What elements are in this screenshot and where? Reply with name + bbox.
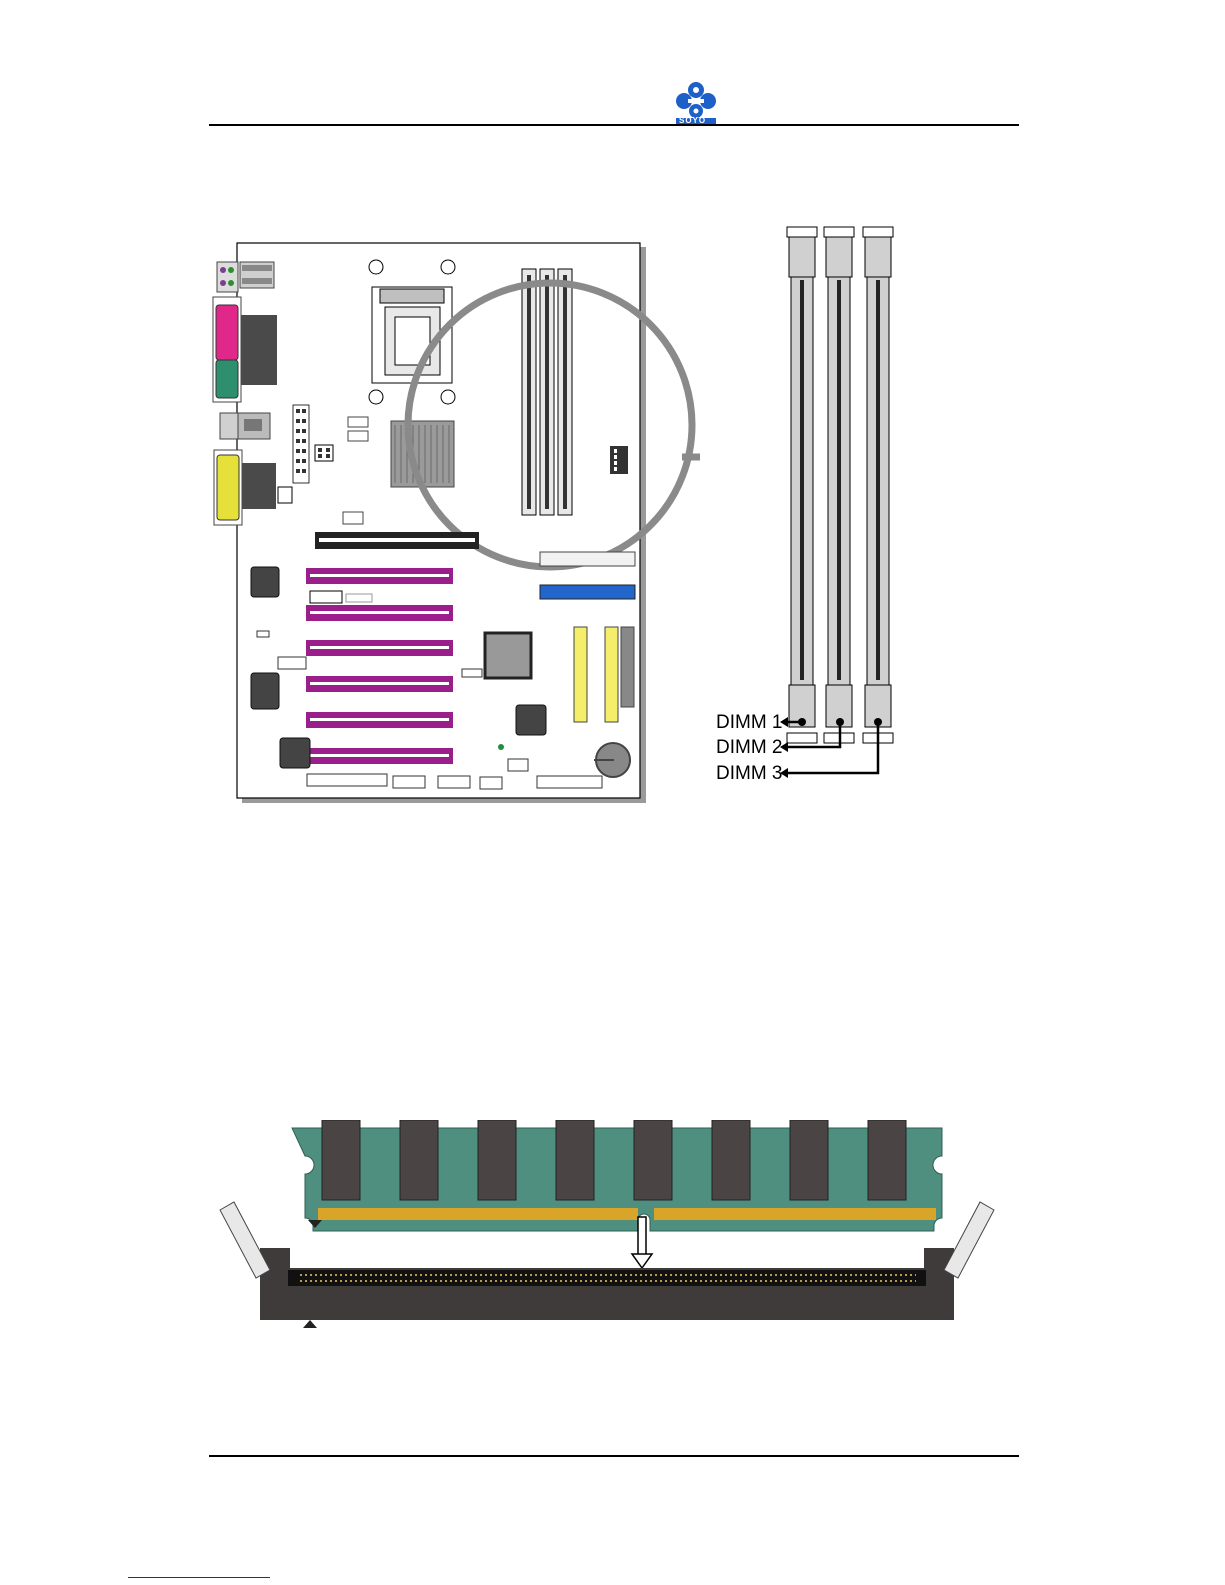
dimm-label-3: DIMM 3 [716, 763, 783, 785]
ps2-ports [217, 262, 274, 292]
dimm-label-2: DIMM 2 [716, 737, 783, 759]
dimm-label-1: DIMM 1 [716, 712, 783, 734]
dimm-slot-detail [780, 225, 910, 785]
dimm-slot-1 [787, 227, 817, 743]
board-dimm-slots [522, 269, 572, 515]
motherboard-diagram [200, 225, 700, 815]
header-rule [209, 124, 1019, 126]
dimm-slot-2 [824, 227, 854, 743]
footer-rule [209, 1455, 1019, 1457]
footer-link-underline [128, 1577, 270, 1578]
dimm-slot-3 [863, 227, 893, 743]
page-header: SOYO [0, 0, 1225, 130]
memory-module-diagram [210, 1120, 1020, 1340]
